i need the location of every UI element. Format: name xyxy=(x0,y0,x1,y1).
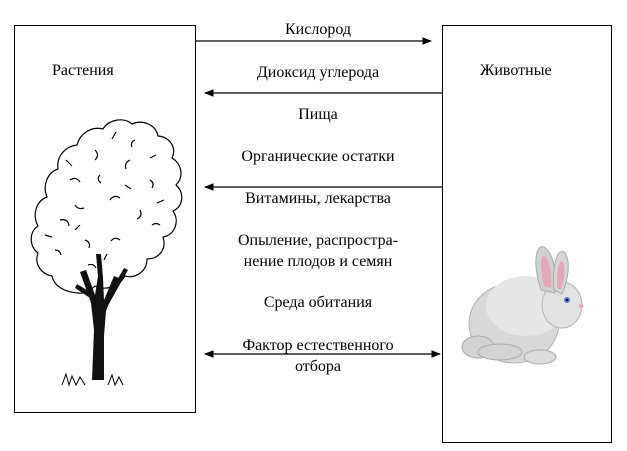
label-carbon-dioxide: Диоксид углерода xyxy=(256,64,380,81)
animals-box xyxy=(442,25,612,443)
label-food: Пища xyxy=(298,106,338,123)
label-organic-remains: Органические остатки xyxy=(241,148,395,165)
plants-title: Растения xyxy=(52,62,114,79)
plants-box xyxy=(14,25,196,413)
label-oxygen: Кислород xyxy=(285,21,351,38)
label-vitamins: Витамины, лекарства xyxy=(245,190,391,207)
label-habitat: Среда обитания xyxy=(263,294,373,311)
label-selection-line1: Фактор естественного xyxy=(242,337,394,354)
label-pollination-line2: нение плодов и семян xyxy=(243,253,393,270)
label-pollination-line1: Опыление, распростра- xyxy=(237,232,399,249)
animals-title: Животные xyxy=(480,62,552,79)
label-selection-line2: отбора xyxy=(294,358,342,375)
